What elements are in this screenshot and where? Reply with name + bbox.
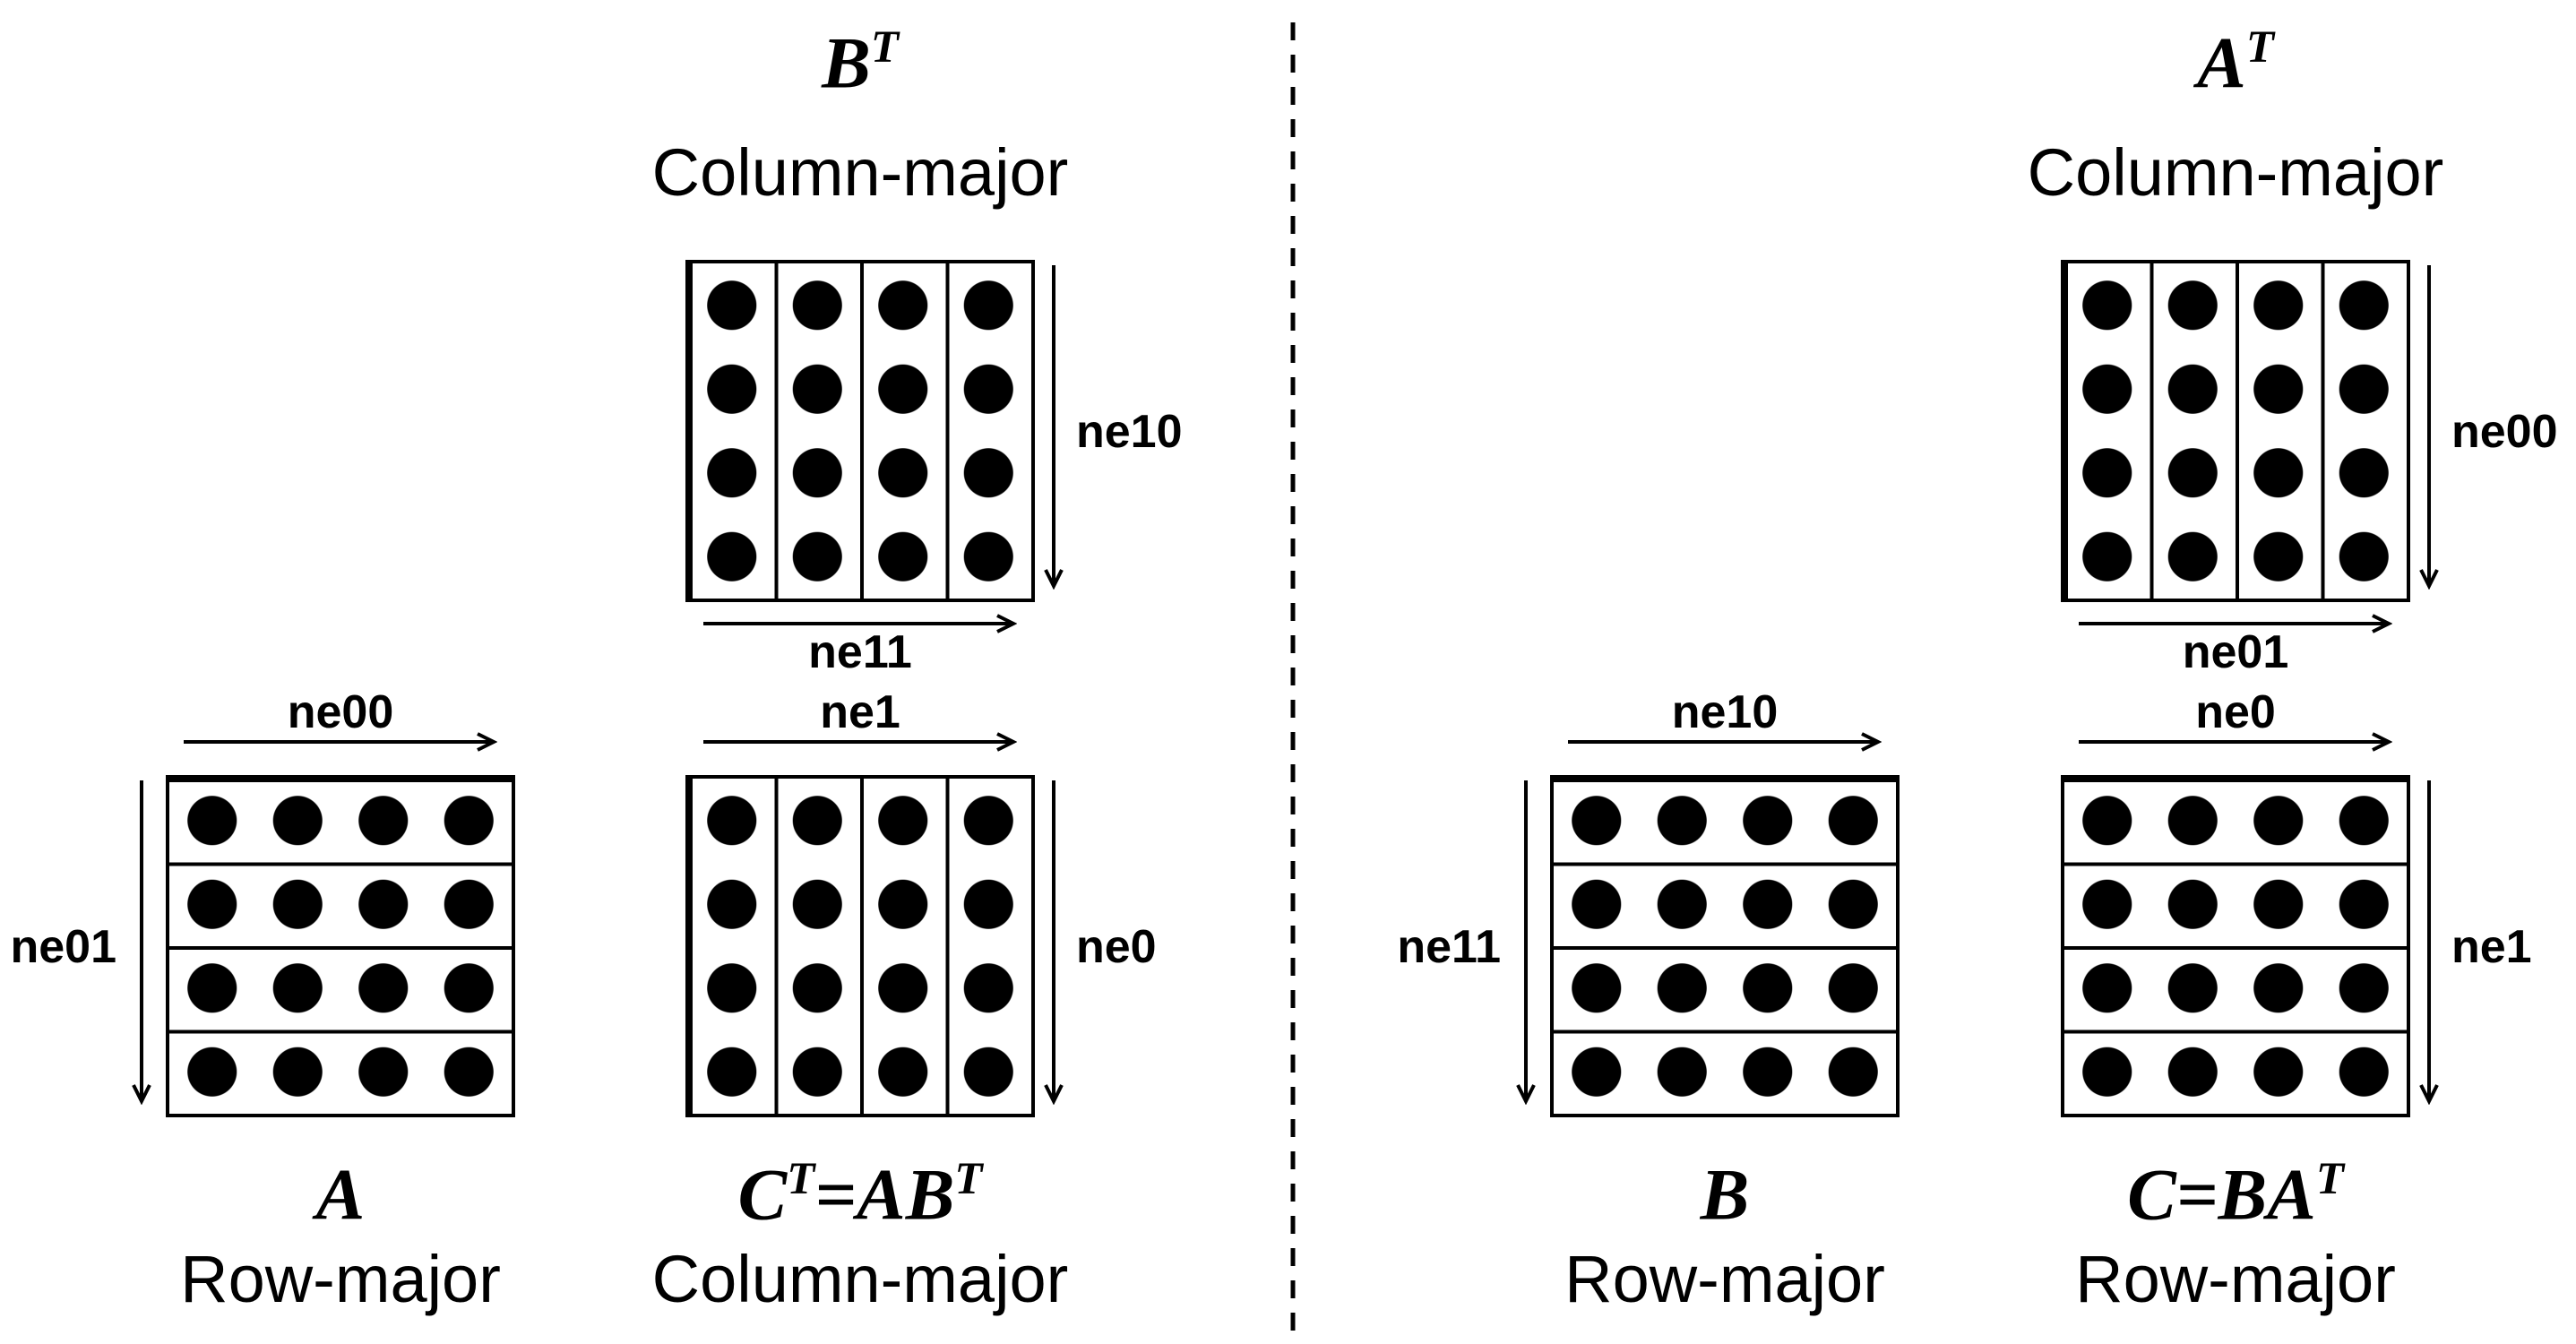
matrix-name-base: C=BA [2127, 1153, 2316, 1236]
axis-label-ne0: ne0 [1076, 921, 1157, 973]
right-arrow-icon [184, 732, 497, 752]
matrix-name-sup2: T [954, 1153, 983, 1203]
right-c-group: ne0 ne1 C=BAT Row-major [2061, 686, 2532, 1316]
c-matrix-grid [2061, 775, 2410, 1117]
matrix-name-sup: T [787, 1153, 815, 1203]
panel-divider [1290, 22, 1296, 1331]
down-arrow-icon [1044, 780, 1064, 1105]
at-matrix-grid [2061, 260, 2410, 602]
matrix-name-ct: CT=ABT [506, 1133, 1214, 1239]
right-arrow-icon [2079, 732, 2392, 752]
matrix-title-base: A [2197, 22, 2246, 104]
layout-label-b: Row-major [1564, 1242, 1885, 1316]
axis-label-ne11: ne11 [808, 626, 912, 678]
matrix-name-b: B [1371, 1133, 2079, 1239]
right-arrow-icon [1568, 732, 1882, 752]
right-b-group: ne10 ne11 B Row-major [1397, 686, 1900, 1316]
ct-matrix-grid [685, 775, 1035, 1117]
left-bt-group: BT Column-major ne10 ne11 [652, 22, 1183, 678]
right-arrow-icon [703, 614, 1017, 633]
down-arrow-icon [1044, 265, 1064, 590]
layout-label-bt: Column-major [651, 135, 1069, 210]
down-arrow-icon [2419, 780, 2439, 1105]
layout-label-ct: Column-major [651, 1242, 1069, 1316]
matrix-title-at: AT [1882, 4, 2576, 105]
matrix-title-bt: BT [506, 4, 1214, 105]
matrix-name-base: B [1700, 1153, 1750, 1236]
matrix-name-c: C=BAT [1882, 1133, 2576, 1239]
layout-label-a: Row-major [180, 1242, 501, 1316]
axis-label-ne10: ne10 [1076, 406, 1183, 458]
matrix-title-sup: T [870, 22, 899, 72]
matrix-name-a: A [0, 1133, 694, 1239]
matrix-name-sup: T [2315, 1153, 2344, 1203]
right-arrow-icon [2079, 614, 2392, 633]
axis-label-ne10: ne10 [1671, 686, 1779, 738]
axis-label-ne1: ne1 [820, 686, 900, 738]
layout-label-at: Column-major [2027, 135, 2444, 210]
matrix-title-base: B [822, 22, 871, 104]
b-matrix-grid [1550, 775, 1900, 1117]
bt-matrix-grid [685, 260, 1035, 602]
matrix-name-base: C [737, 1153, 788, 1236]
a-matrix-grid [166, 775, 515, 1117]
axis-label-ne1: ne1 [2451, 921, 2532, 973]
axis-label-ne00: ne00 [2451, 406, 2558, 458]
axis-label-ne01: ne01 [10, 921, 116, 973]
right-at-group: AT Column-major ne00 ne01 [2028, 22, 2558, 678]
down-arrow-icon [132, 780, 151, 1105]
left-ct-group: ne1 ne0 CT=ABT Column-major [652, 686, 1157, 1316]
axis-label-ne0: ne0 [2195, 686, 2276, 738]
axis-label-ne11: ne11 [1397, 921, 1501, 973]
matrix-title-sup: T [2245, 22, 2274, 72]
axis-label-ne01: ne01 [2182, 626, 2289, 678]
left-a-group: ne00 ne01 A Row-major [10, 686, 515, 1316]
matrix-name-base2: =AB [814, 1153, 955, 1236]
down-arrow-icon [2419, 265, 2439, 590]
axis-label-ne00: ne00 [287, 686, 394, 738]
right-arrow-icon [703, 732, 1017, 752]
layout-label-c: Row-major [2075, 1242, 2396, 1316]
down-arrow-icon [1516, 780, 1536, 1105]
matrix-name-base: A [315, 1153, 366, 1236]
